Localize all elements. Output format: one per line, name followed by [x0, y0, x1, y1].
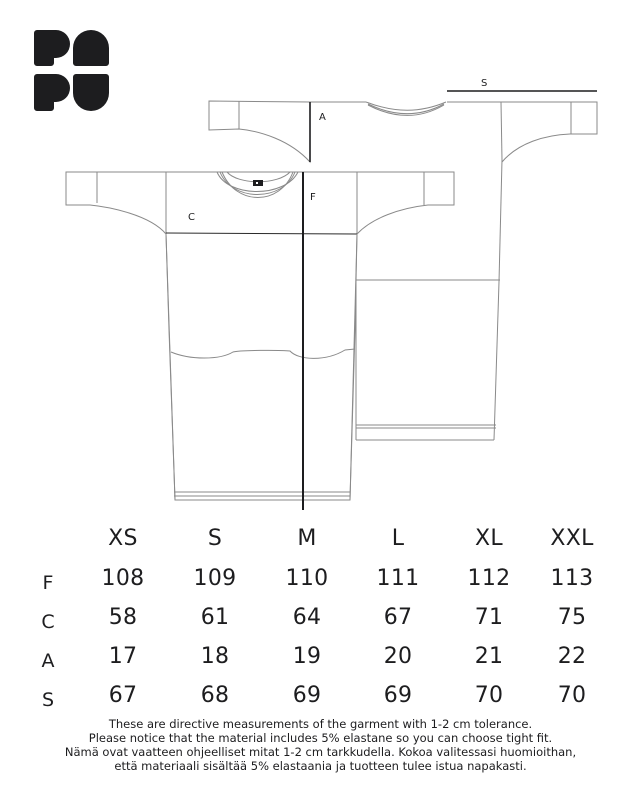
logo-letter-u	[73, 74, 109, 111]
table-cell: 69	[292, 683, 322, 708]
note-line: Nämä ovat vaatteen ohjeelliset mitat 1-2…	[64, 745, 577, 759]
measurement-notes: These are directive measurements of the …	[0, 717, 641, 773]
table-cell: 18	[200, 644, 230, 669]
table-cell: 113	[550, 566, 594, 591]
measure-row-s: S 67 68 69 69 70 70	[0, 683, 641, 721]
table-cell: 109	[193, 566, 237, 591]
table-cell: 17	[108, 644, 138, 669]
size-header-row: XS S M L XL XXL	[0, 526, 641, 564]
garment-diagram: A S C F	[65, 78, 598, 510]
front-neckline	[216, 171, 299, 192]
table-cell: 64	[292, 605, 322, 630]
label-a: A	[319, 112, 326, 123]
back-neckline	[365, 101, 447, 111]
row-label: A	[41, 650, 55, 672]
table-cell: 22	[557, 644, 587, 669]
papu-logo	[34, 30, 109, 111]
table-cell: 112	[467, 566, 511, 591]
size-header: XS	[108, 526, 138, 551]
table-cell: 69	[383, 683, 413, 708]
front-body-fill	[65, 171, 455, 501]
table-cell: 67	[383, 605, 413, 630]
back-right-sleeve	[501, 101, 598, 163]
table-cell: 71	[474, 605, 504, 630]
label-f: F	[310, 192, 316, 203]
row-label: F	[42, 572, 54, 594]
back-left-sleeve	[208, 100, 311, 164]
table-cell: 111	[376, 566, 420, 591]
size-header: XXL	[550, 526, 594, 551]
front-view	[65, 171, 455, 501]
measure-row-c: C 58 61 64 67 71 75	[0, 605, 641, 643]
table-cell: 75	[557, 605, 587, 630]
table-cell: 70	[557, 683, 587, 708]
note-line: Please notice that the material includes…	[88, 731, 553, 745]
note-line: These are directive measurements of the …	[108, 717, 533, 731]
table-cell: 21	[474, 644, 504, 669]
table-cell: 58	[108, 605, 138, 630]
size-header: M	[297, 526, 317, 551]
table-cell: 70	[474, 683, 504, 708]
label-c: C	[188, 212, 195, 223]
front-pocket-seam	[170, 348, 356, 359]
size-header: L	[391, 526, 405, 551]
table-cell: 19	[292, 644, 322, 669]
label-s: S	[481, 78, 487, 89]
logo-letter-a	[73, 30, 109, 66]
table-cell: 67	[108, 683, 138, 708]
note-line: että materiaali sisältää 5% elastaania j…	[114, 759, 527, 773]
table-cell: 108	[101, 566, 145, 591]
table-cell: 20	[383, 644, 413, 669]
table-cell: 61	[200, 605, 230, 630]
row-label: C	[41, 611, 55, 633]
measurement-lines	[302, 90, 597, 510]
size-header: S	[207, 526, 223, 551]
logo-letter-p2	[34, 74, 70, 111]
logo-letter-p	[34, 30, 70, 66]
measure-row-a: A 17 18 19 20 21 22	[0, 644, 641, 682]
table-cell: 110	[285, 566, 329, 591]
row-label: S	[41, 689, 55, 711]
measure-row-f: F 108 109 110 111 112 113	[0, 566, 641, 604]
table-cell: 68	[200, 683, 230, 708]
chest-line-c	[165, 232, 358, 235]
size-header: XL	[475, 526, 503, 551]
